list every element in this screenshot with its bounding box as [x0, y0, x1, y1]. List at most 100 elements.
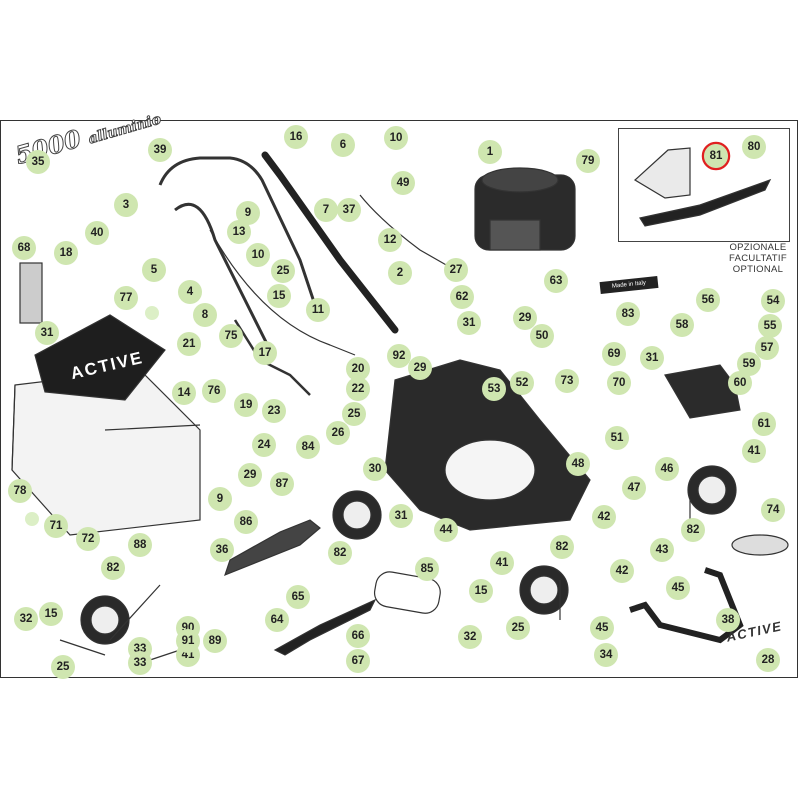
grille-68	[19, 262, 43, 324]
callout-63: 63	[544, 269, 568, 293]
callout-57: 57	[755, 336, 779, 360]
callout-70: 70	[607, 371, 631, 395]
callout-88: 88	[128, 533, 152, 557]
callout-61: 61	[752, 412, 776, 436]
callout-10b: 10	[246, 243, 270, 267]
callout-29b: 29	[408, 356, 432, 380]
callout-33b: 33	[128, 651, 152, 675]
wheel-41-b	[687, 465, 737, 515]
callout-12: 12	[378, 228, 402, 252]
callout-54: 54	[761, 289, 785, 313]
bag-cover-77	[34, 314, 166, 401]
callout-15a: 15	[267, 284, 291, 308]
callout-64: 64	[265, 608, 289, 632]
callout-60: 60	[728, 371, 752, 395]
callout-22: 22	[346, 377, 370, 401]
callout-68: 68	[12, 236, 36, 260]
callout-29c: 29	[238, 463, 262, 487]
callout-92: 92	[387, 344, 411, 368]
callout-37: 37	[337, 198, 361, 222]
callout-41b: 41	[490, 551, 514, 575]
callout-28: 28	[756, 648, 780, 672]
callout-41a: 41	[742, 439, 766, 463]
callout-35: 35	[26, 150, 50, 174]
callout-15b: 15	[39, 602, 63, 626]
optional-label-it: OPZIONALE	[729, 242, 787, 253]
callout-81: 81	[704, 144, 728, 168]
callout-42b: 42	[610, 559, 634, 583]
callout-11: 11	[306, 298, 330, 322]
callout-78: 78	[8, 479, 32, 503]
callout-46: 46	[655, 457, 679, 481]
callout-39: 39	[148, 138, 172, 162]
callout-83: 83	[616, 302, 640, 326]
lower-handle-75	[233, 319, 311, 396]
callout-16: 16	[284, 125, 308, 149]
highlight-ring-81	[701, 141, 731, 171]
front-axle-38	[629, 567, 744, 644]
callout-82d: 82	[681, 518, 705, 542]
wheel-89	[332, 490, 382, 540]
callout-52: 52	[510, 371, 534, 395]
callout-58: 58	[670, 313, 694, 337]
callout-71: 71	[44, 514, 68, 538]
callout-45b: 45	[590, 616, 614, 640]
callout-17: 17	[253, 341, 277, 365]
handle-left-tube	[174, 202, 272, 351]
cone-74	[731, 534, 789, 556]
callout-25c: 25	[51, 655, 75, 679]
callout-18: 18	[54, 241, 78, 265]
callout-42a: 42	[592, 505, 616, 529]
callout-36: 36	[210, 538, 234, 562]
callout-45a: 45	[666, 576, 690, 600]
callout-43: 43	[650, 538, 674, 562]
callout-31d: 31	[389, 504, 413, 528]
callout-5: 5	[142, 258, 166, 282]
callout-87: 87	[270, 472, 294, 496]
callout-62: 62	[450, 285, 474, 309]
callout-40: 40	[85, 221, 109, 245]
callout-2: 2	[388, 261, 412, 285]
callout-15c: 15	[469, 579, 493, 603]
callout-27: 27	[444, 258, 468, 282]
callout-91: 91	[176, 629, 200, 653]
callout-48: 48	[566, 452, 590, 476]
callout-67: 67	[346, 649, 370, 673]
callout-89: 89	[203, 629, 227, 653]
handle-upper	[158, 156, 322, 321]
callout-47: 47	[622, 476, 646, 500]
callout-69: 69	[602, 342, 626, 366]
callout-31a: 31	[35, 321, 59, 345]
callout-32a: 32	[14, 607, 38, 631]
callout-24: 24	[252, 433, 276, 457]
callout-4: 4	[178, 280, 202, 304]
unlabeled-dot	[145, 306, 159, 320]
unlabeled-dot	[25, 512, 39, 526]
callout-7: 7	[314, 198, 338, 222]
callout-82a: 82	[101, 556, 125, 580]
callout-34: 34	[594, 643, 618, 667]
wheel-41-c	[80, 595, 130, 645]
callout-82c: 82	[550, 535, 574, 559]
rear-flap-61	[664, 364, 741, 419]
callout-75: 75	[219, 324, 243, 348]
callout-31b: 31	[457, 311, 481, 335]
callout-31c: 31	[640, 346, 664, 370]
blade-64	[273, 598, 377, 656]
callout-3: 3	[114, 193, 138, 217]
callout-25d: 25	[506, 616, 530, 640]
engine-1	[474, 167, 576, 251]
callout-20: 20	[346, 357, 370, 381]
mulching-plug-81	[633, 147, 691, 199]
callout-21: 21	[177, 332, 201, 356]
callout-23: 23	[262, 399, 286, 423]
callout-13: 13	[227, 220, 251, 244]
optional-label: OPZIONALE FACULTATIF OPTIONAL	[722, 242, 794, 275]
callout-14: 14	[172, 381, 196, 405]
callout-80: 80	[742, 135, 766, 159]
callout-53: 53	[482, 377, 506, 401]
callout-77: 77	[114, 286, 138, 310]
blade-80	[639, 178, 772, 227]
callout-29a: 29	[513, 306, 537, 330]
